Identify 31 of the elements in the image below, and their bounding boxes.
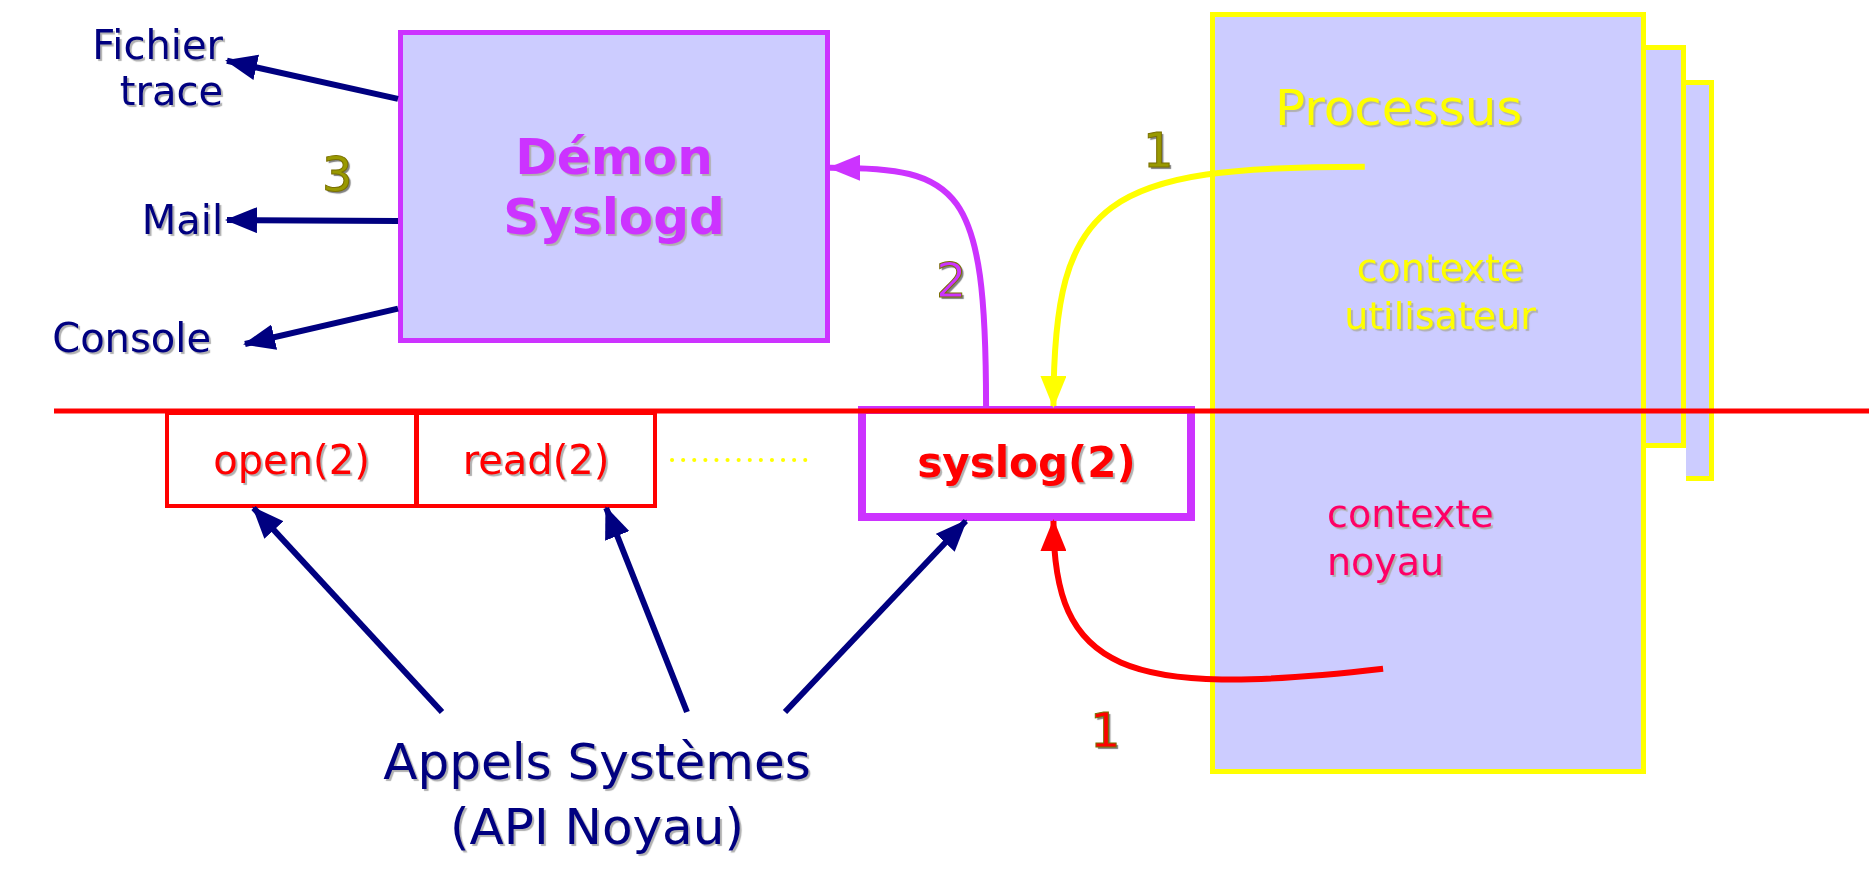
- process-stack-box: [1646, 45, 1686, 448]
- arrow: [243, 305, 399, 350]
- process-stack-box: [1686, 80, 1714, 481]
- output-label: Mail: [90, 190, 227, 250]
- arrow: [1041, 163, 1365, 408]
- arrow: [225, 207, 399, 234]
- context-label: contexte utilisateur: [1343, 245, 1537, 340]
- process-box: [1210, 12, 1646, 774]
- arrow: [1041, 519, 1384, 683]
- syscall-name: syslog(2): [917, 438, 1136, 489]
- arrow: [251, 505, 445, 715]
- arrow: [828, 155, 990, 407]
- arrow: [782, 518, 968, 715]
- arrow: [225, 54, 399, 102]
- step-number: 3: [322, 150, 353, 198]
- output-label: Console: [5, 308, 245, 368]
- syscall-box: [165, 411, 418, 508]
- arrow: [603, 506, 690, 714]
- syscall-box: [858, 406, 1195, 521]
- api-label: Appels Systèmes (API Noyau): [347, 712, 847, 878]
- edge-label: 1: [1143, 126, 1174, 174]
- syscall-box: [415, 411, 657, 508]
- edge-label: 2: [936, 256, 967, 304]
- daemon-title: Démon Syslogd: [502, 126, 726, 247]
- edge-label: 1: [1090, 706, 1121, 754]
- daemon-box: [398, 30, 830, 343]
- syscall-name: read(2): [462, 435, 610, 484]
- syscall-name: open(2): [213, 435, 370, 484]
- context-label: contexte noyau: [1327, 491, 1495, 586]
- output-label: Fichier trace: [40, 8, 227, 128]
- process-title: Processus: [1275, 78, 1524, 139]
